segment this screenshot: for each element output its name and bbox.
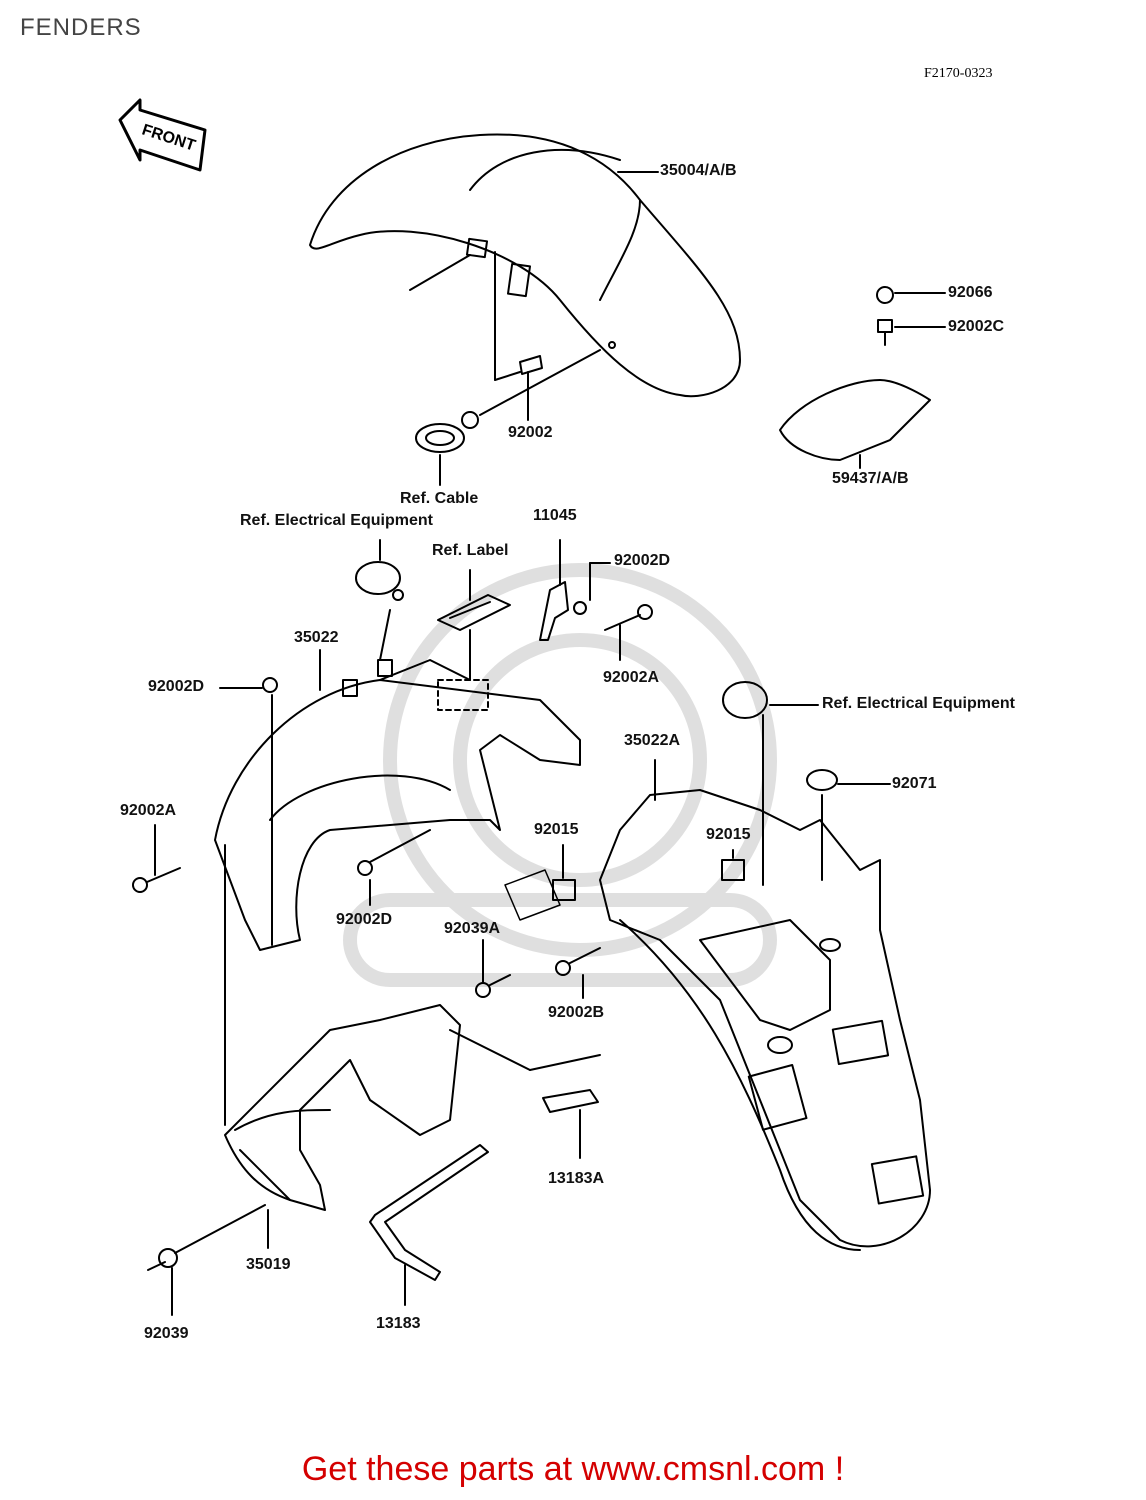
electrical-grommet-right <box>722 681 819 886</box>
front-arrow-icon: FRONT <box>118 98 207 172</box>
strap-13183 <box>369 1144 489 1306</box>
label-92002D-2: 92002D <box>148 678 205 695</box>
label-35019: 35019 <box>246 1256 291 1273</box>
front-fender <box>309 133 741 398</box>
clip-92015-left <box>504 844 576 921</box>
cover-35019 <box>224 844 601 1211</box>
watermark-logo <box>343 563 777 987</box>
label-59437: 59437/A/B <box>832 470 909 487</box>
label-35022: 35022 <box>294 629 339 646</box>
rear-fender-35022A <box>599 789 931 1251</box>
bolt-92002A-top <box>604 604 653 661</box>
grommet-92071 <box>806 769 891 881</box>
inner-fender-35022 <box>214 659 581 951</box>
label-92015-2: 92015 <box>706 826 751 843</box>
cable-grommet <box>415 349 601 453</box>
label-92002A-1: 92002A <box>603 669 660 686</box>
ref-label-sticker <box>437 569 511 681</box>
label-92002C: 92002C <box>948 318 1005 335</box>
bolt-92002D-center <box>357 829 431 906</box>
label-35022A: 35022A <box>624 732 681 749</box>
fastener-92039 <box>147 1204 269 1316</box>
bolt-92002A-left <box>132 824 181 893</box>
fenders-diagram: FRONT <box>118 98 946 1316</box>
label-35004: 35004/A/B <box>660 162 737 179</box>
bolt-92002D-left <box>219 677 278 946</box>
page-title: FENDERS <box>20 14 142 41</box>
label-13183A: 13183A <box>548 1170 605 1187</box>
label-ref-cable: Ref. Cable <box>400 490 479 507</box>
label-ref-label: Ref. Label <box>432 542 509 559</box>
label-ref-electrical-1: Ref. Electrical Equipment <box>240 512 433 529</box>
diagram-code: F2170-0323 <box>924 66 993 81</box>
clip-92015-right <box>721 849 745 881</box>
label-92039A: 92039A <box>444 920 501 937</box>
label-92071: 92071 <box>892 775 937 792</box>
label-92015-1: 92015 <box>534 821 579 838</box>
bracket-13183A <box>542 1089 599 1159</box>
footer-link-text[interactable]: Get these parts at www.cmsnl.com ! <box>301 1450 845 1488</box>
fastener-92039A <box>475 939 511 998</box>
electrical-grommet-left <box>355 539 404 661</box>
bolt-92002B <box>555 947 601 999</box>
label-92039: 92039 <box>144 1325 189 1342</box>
plate-59437 <box>779 286 931 461</box>
label-92002B: 92002B <box>548 1004 605 1021</box>
label-92002: 92002 <box>508 424 553 441</box>
label-92066: 92066 <box>948 284 993 301</box>
label-92002A-2: 92002A <box>120 802 177 819</box>
label-11045: 11045 <box>533 507 577 524</box>
label-92002D-1: 92002D <box>614 552 671 569</box>
bracket-11045 <box>539 539 611 641</box>
label-ref-electrical-2: Ref. Electrical Equipment <box>822 695 1015 712</box>
label-92002D-3: 92002D <box>336 911 393 928</box>
label-13183: 13183 <box>376 1315 421 1332</box>
